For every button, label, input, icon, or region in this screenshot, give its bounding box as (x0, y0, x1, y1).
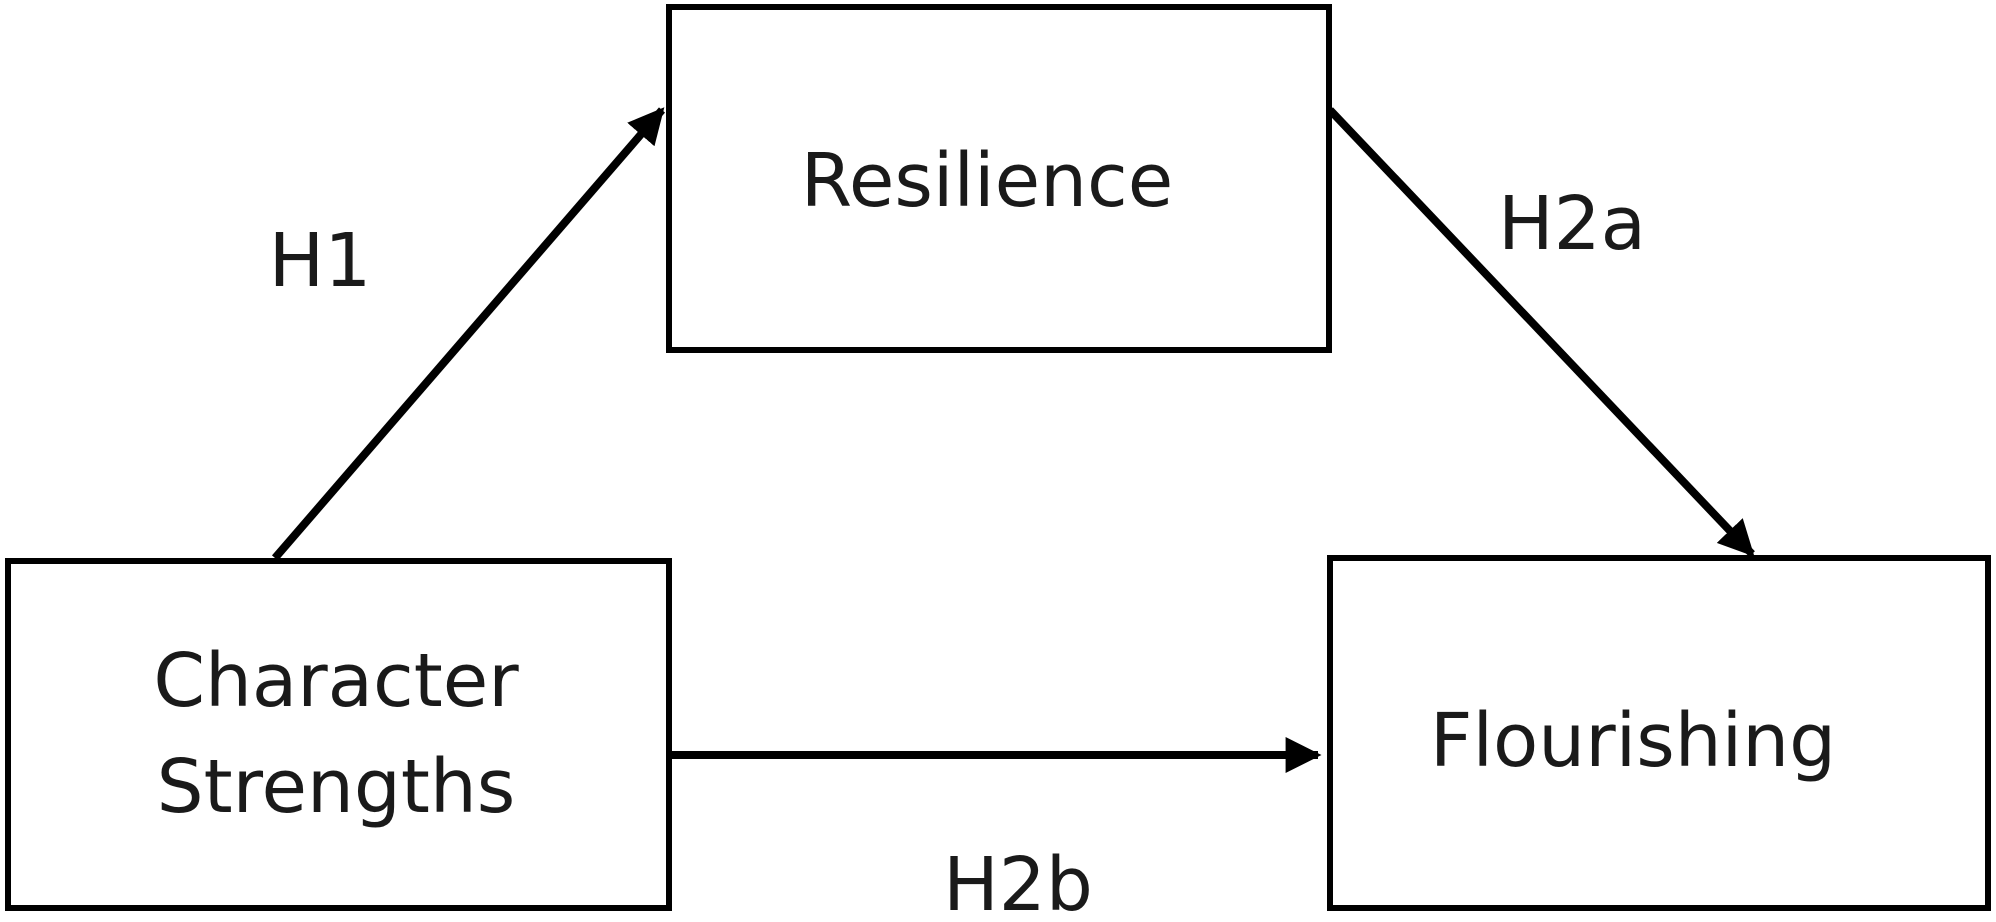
node-flourishing-label: Flourishing (1430, 698, 1836, 784)
node-character-strengths-label-line2: Strengths (157, 744, 516, 830)
node-character-strengths: Character Strengths (5, 558, 672, 911)
node-character-strengths-box (5, 558, 672, 911)
node-flourishing-box (1327, 555, 1991, 911)
edge-h2b-label: H2b (943, 842, 1093, 922)
node-character-strengths-label-line1: Character (153, 638, 519, 724)
node-resilience-label: Resilience (801, 138, 1174, 224)
node-resilience: Resilience (666, 4, 1332, 353)
edge-h1-arrow (271, 107, 666, 561)
node-flourishing: Flourishing (1327, 555, 1991, 911)
edge-h2a-label: H2a (1498, 181, 1646, 267)
edge-h2a-arrow (1327, 107, 1755, 557)
edge-h1-label: H1 (269, 218, 372, 304)
node-resilience-box (666, 4, 1332, 353)
